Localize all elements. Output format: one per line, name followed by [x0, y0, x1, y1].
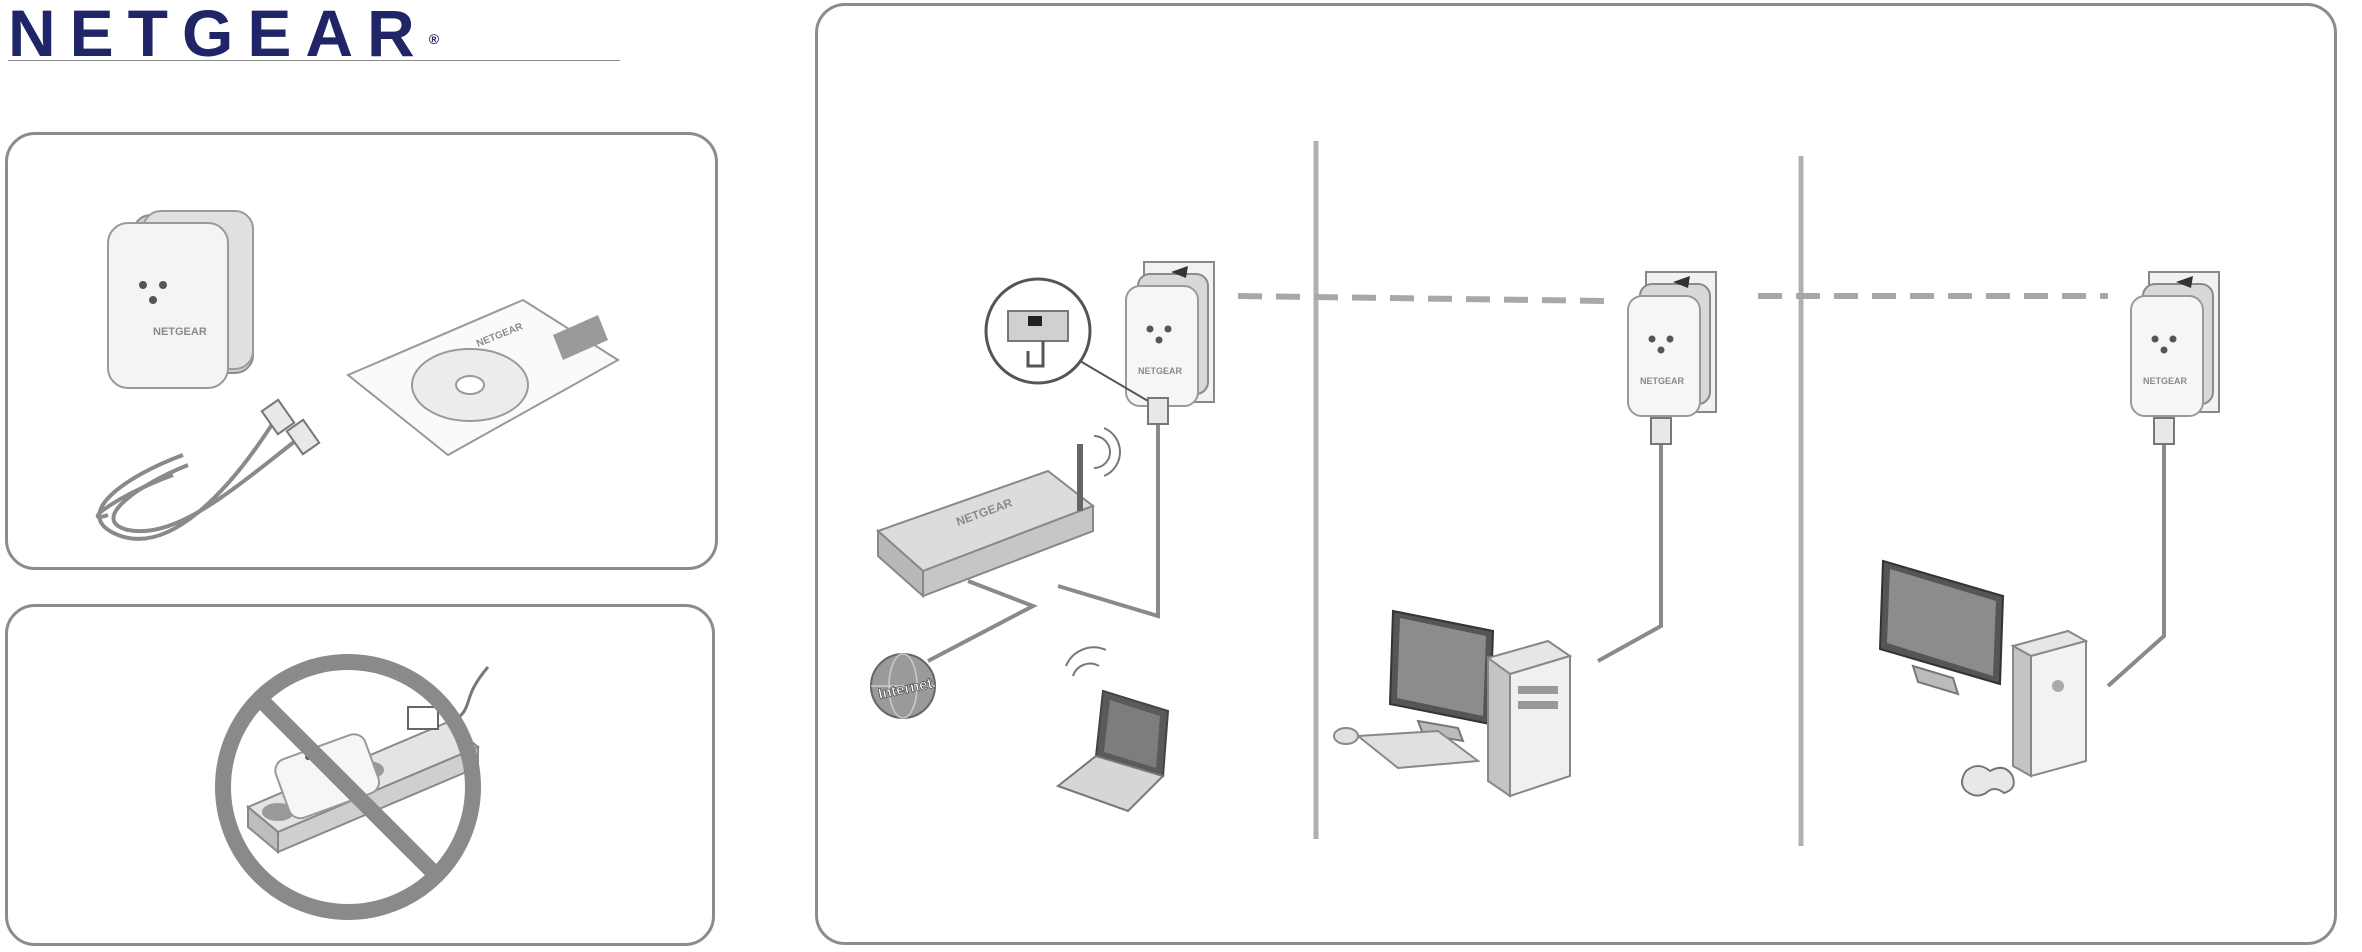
desktop-monitor: [1388, 609, 1495, 743]
adapter-console-side: NETGEAR: [2130, 271, 2220, 417]
console-ethernet-cable: [2106, 441, 2166, 688]
netgear-logo: NETGEAR®: [8, 0, 439, 66]
network-setup-panel: NETGEAR NETGEAR: [815, 3, 2337, 945]
adapter-1-label: NETGEAR: [1138, 366, 1183, 376]
registered-mark: ®: [428, 31, 440, 47]
power-strip-warning-panel: [5, 604, 715, 946]
button-detail-magnifier: [984, 277, 1149, 402]
console-column: NETGEAR: [1878, 271, 2220, 797]
tv-monitor: [1878, 559, 2005, 696]
no-power-strip-illustration: [215, 654, 490, 920]
internet-globe: Internet: [870, 653, 936, 719]
game-console: [2010, 629, 2089, 778]
prohibited-icon: [215, 654, 481, 920]
router-column: NETGEAR NETGEAR: [870, 261, 1215, 813]
adapter-computer-side: NETGEAR: [1627, 271, 1717, 417]
network-setup-diagram: NETGEAR NETGEAR: [870, 141, 2220, 846]
adapter-router-side: NETGEAR: [1125, 261, 1215, 407]
powerline-link-1: [1237, 293, 1609, 304]
adapter-3-label: NETGEAR: [2143, 376, 2188, 386]
game-controller: [1961, 765, 2015, 797]
adapter-brand-label: NETGEAR: [153, 326, 207, 338]
package-contents-illustration: NETGEAR NETGEAR: [95, 210, 620, 541]
computer-ethernet-cable: [1597, 441, 1663, 663]
adapter-2-label: NETGEAR: [1640, 376, 1685, 386]
desktop-tower: [1485, 639, 1573, 798]
laptop: [1055, 646, 1170, 813]
keyboard-mouse: [1333, 727, 1481, 770]
package-contents-panel: NETGEAR NETGEAR: [5, 132, 718, 570]
ethernet-cable: [95, 398, 321, 541]
router-ethernet-cable: [1057, 406, 1160, 619]
wireless-router: NETGEAR: [876, 427, 1121, 599]
logo-underline: [8, 60, 620, 61]
powerline-adapter: NETGEAR: [107, 210, 254, 389]
computer-column: NETGEAR: [1333, 271, 1717, 798]
logo-text: NETGEAR: [8, 0, 429, 70]
resource-cd-booklet: NETGEAR: [346, 298, 620, 457]
